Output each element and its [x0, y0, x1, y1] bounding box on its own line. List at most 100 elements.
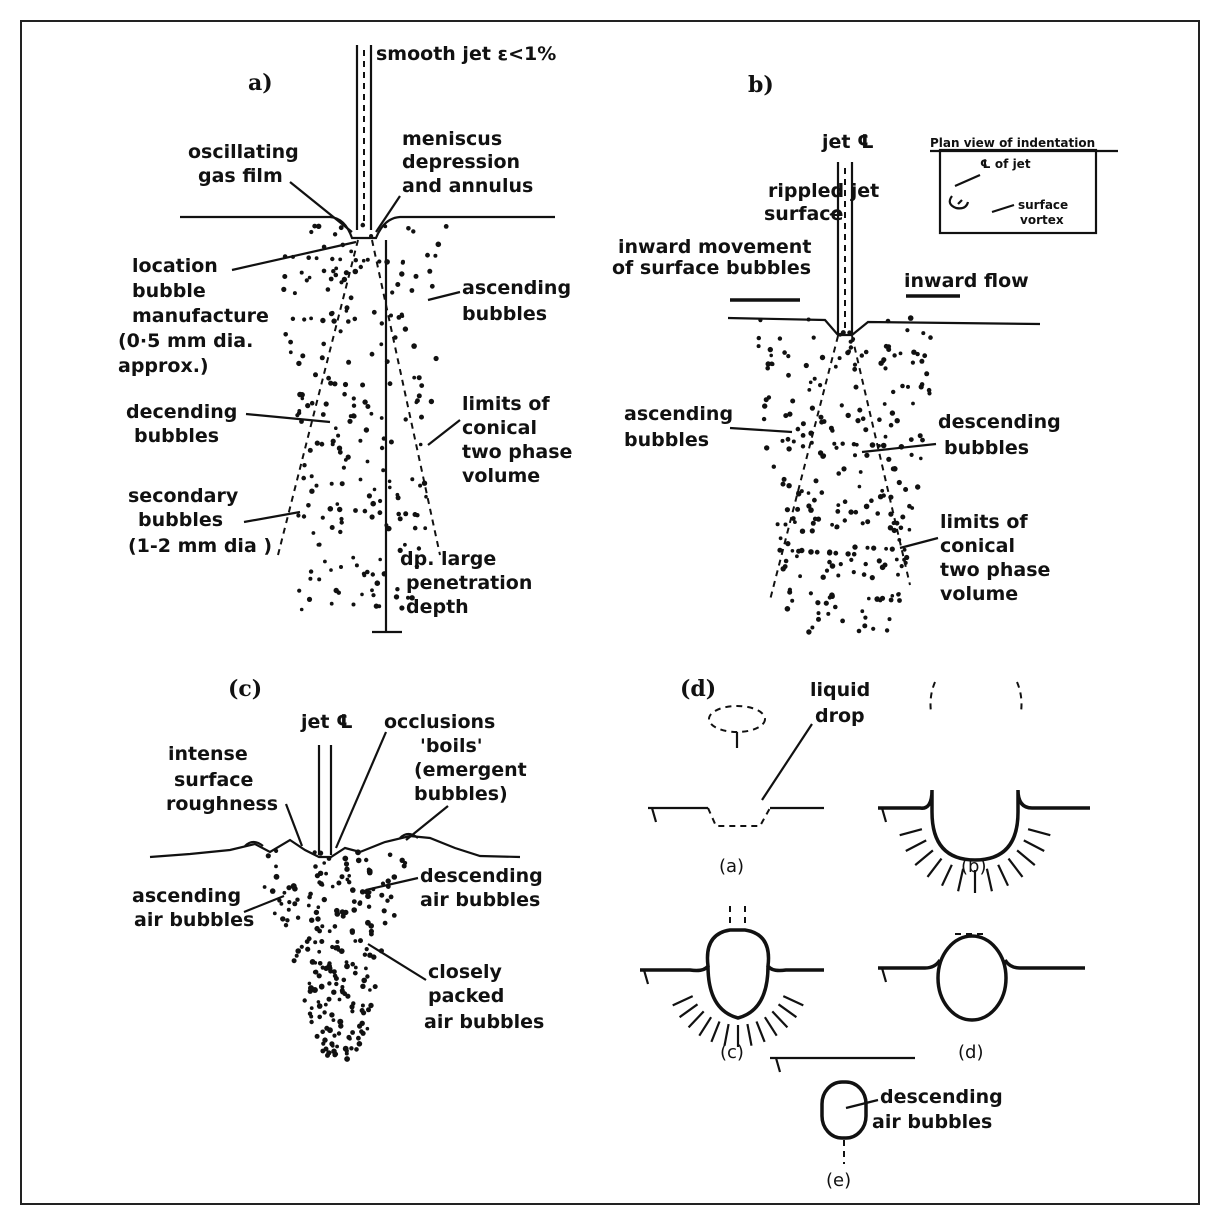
bubble-dot [363, 509, 368, 514]
bubble-dot [877, 417, 882, 422]
bubble-dot [336, 502, 340, 506]
bubble-dot [444, 224, 449, 229]
bubble-dot [361, 1031, 366, 1036]
bubble-dot [857, 408, 862, 413]
bubble-dot [348, 1037, 352, 1041]
bubble-dot [320, 1030, 325, 1035]
bubble-dot [891, 390, 895, 394]
svg-text:depression: depression [402, 151, 520, 173]
flow-ray [987, 869, 992, 892]
bubble-dot [918, 433, 923, 438]
panel-d-tag: (d) [680, 676, 716, 702]
bubble-dot [317, 1000, 321, 1004]
bubble-dot [790, 399, 795, 404]
bubble-dot [371, 954, 376, 959]
bubble-dot [300, 353, 305, 358]
panel-a-jet [357, 45, 371, 230]
bubble-dot [423, 526, 427, 530]
bubble-dot [295, 954, 299, 958]
bubble-dot [786, 354, 790, 358]
bubble-dot [351, 907, 357, 913]
bubble-dot [765, 366, 770, 371]
bubble-dot [784, 559, 789, 564]
bubble-dot [855, 418, 860, 423]
bubble-dot [383, 225, 387, 229]
bubble-dot [786, 373, 791, 378]
vortex-icon [950, 196, 968, 208]
label-descending-b: descending [938, 411, 1061, 433]
bubble-dot [313, 372, 318, 377]
bubble-dot [852, 367, 857, 372]
bubble-dot [785, 606, 791, 612]
bubble-dot [839, 562, 843, 566]
bubble-dot [896, 573, 900, 577]
sub-a-tag: (a) [719, 856, 744, 877]
bubble-dot [389, 895, 394, 900]
bubble-dot [782, 477, 787, 482]
bubble-dot [335, 911, 341, 917]
bubble-dot [362, 399, 367, 404]
bubble-dot [433, 254, 437, 258]
bubble-dot [340, 481, 345, 486]
bubble-dot [283, 332, 288, 337]
bubble-dot [305, 403, 310, 408]
bubble-dot [411, 343, 417, 349]
bubble-dot [777, 548, 782, 553]
bubble-dot [888, 511, 893, 516]
bubble-dot [427, 269, 432, 274]
bubble-dot [354, 258, 358, 262]
bubble-dot [320, 442, 325, 447]
bubble-dot [361, 223, 366, 228]
bubble-dot [308, 448, 313, 453]
bubble-dot [411, 229, 415, 233]
bubble-dot [853, 363, 857, 367]
bubble-dot [801, 421, 806, 426]
bubble-dot [331, 269, 335, 273]
bubble-dot [274, 874, 280, 880]
bubble-dot [863, 427, 868, 432]
bubble-dot [359, 478, 363, 482]
bubble-dot [883, 366, 887, 370]
bubble-dot [385, 899, 389, 903]
bubble-dot [852, 570, 856, 574]
bubble-dot [310, 1006, 314, 1010]
bubble-dot [833, 605, 838, 610]
bubble-dot [313, 864, 318, 869]
bubble-dot [313, 970, 317, 974]
bubble-dot [382, 571, 387, 576]
bubble-dot [903, 487, 908, 492]
bubble-dot [350, 887, 356, 893]
bubble-dot [306, 503, 311, 508]
bubble-dot [864, 453, 869, 458]
bubble-dot [757, 344, 761, 348]
bubble-dot [380, 416, 384, 420]
bubble-dot [809, 381, 813, 385]
svg-text:volume: volume [462, 465, 540, 487]
bubble-dot [430, 284, 435, 289]
bubble-dot [766, 361, 771, 366]
bubble-dot [321, 516, 325, 520]
flow-ray [942, 865, 952, 886]
bubble-dot [286, 885, 291, 890]
bubble-dot [860, 609, 864, 613]
flow-ray [772, 1011, 787, 1027]
bubble-dot [320, 318, 325, 323]
bubble-dot [365, 404, 370, 409]
bubble-dot [864, 562, 868, 566]
flow-ray [783, 996, 803, 1005]
label-secondary: secondary [128, 485, 239, 507]
bubble-dot [292, 958, 297, 963]
bubble-dot [287, 900, 291, 904]
bubble-dot [888, 495, 893, 500]
bubble-dot [382, 908, 387, 913]
bubble-dot [830, 563, 836, 569]
bubble-dot [309, 317, 313, 321]
bubble-dot [331, 318, 336, 323]
panel-b-bubbles [757, 315, 933, 634]
bubble-dot [815, 550, 820, 555]
flow-ray [711, 1022, 719, 1042]
label-boils: 'boils' [420, 735, 483, 757]
bubble-dot [413, 512, 418, 517]
bubble-dot [772, 465, 776, 469]
bubble-dot [919, 384, 924, 389]
